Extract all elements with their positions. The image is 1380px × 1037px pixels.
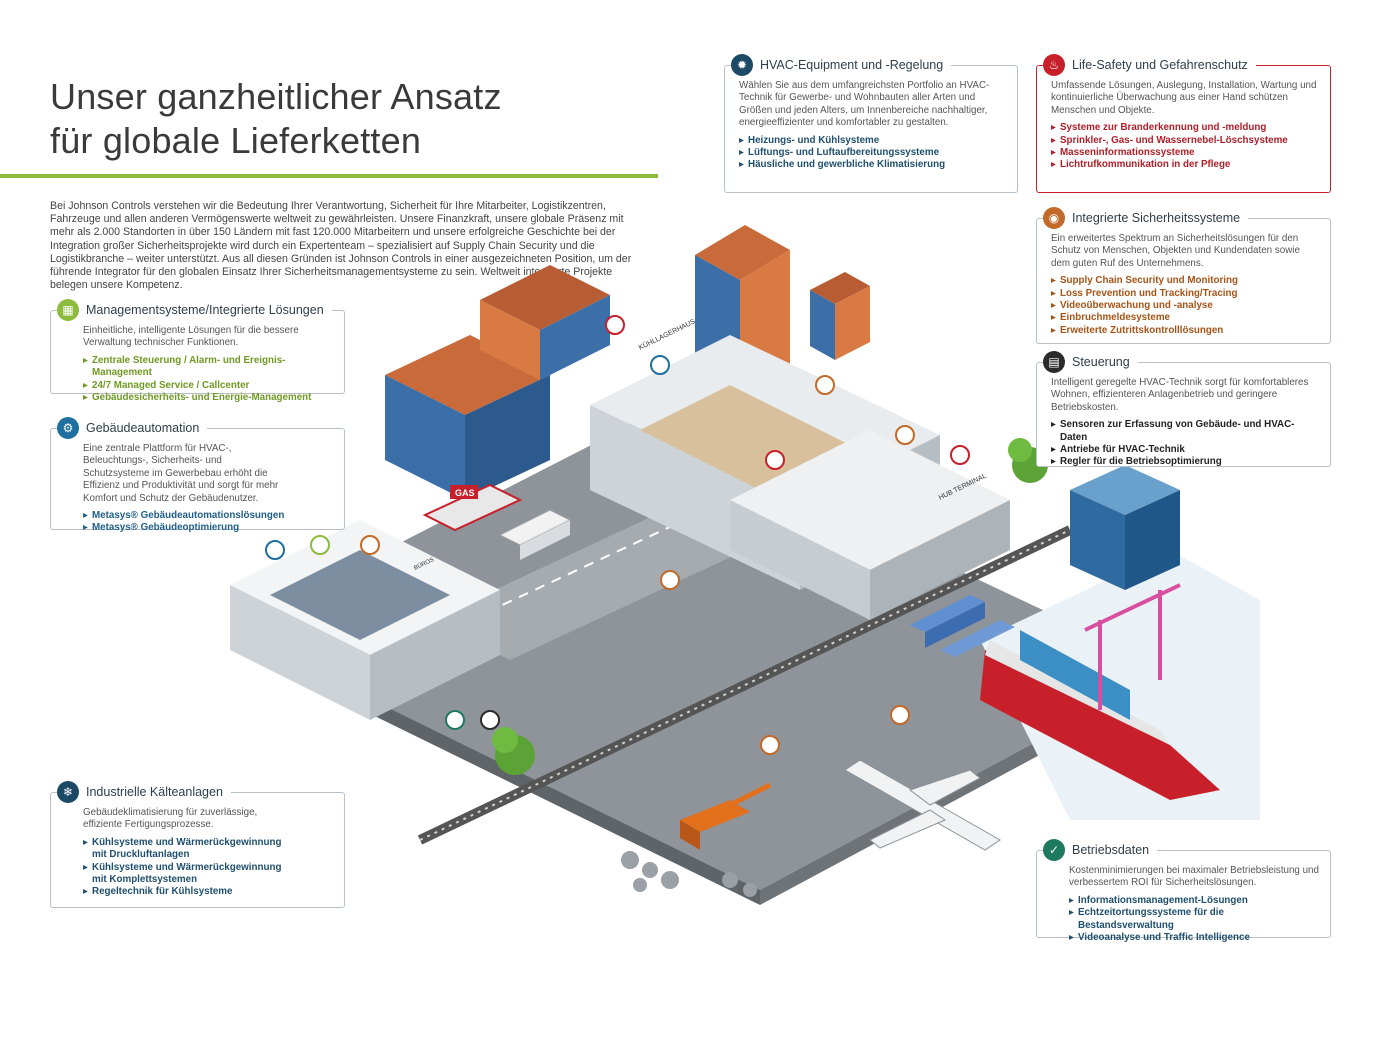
title-line-1: Unser ganzheitlicher Ansatz (50, 76, 502, 117)
card-management-title: Managementsysteme/Integrierte Lösungen (86, 303, 324, 317)
card-kaelte: ❄ Industrielle Kälteanlagen Gebäudeklima… (50, 781, 345, 908)
list-item: Supply Chain Security und Monitoring (1051, 275, 1320, 288)
card-gebaeude-desc: Eine zentrale Plattform für HVAC-, Beleu… (83, 443, 279, 504)
card-betriebsdaten-header: ✓ Betriebsdaten (1043, 839, 1158, 861)
list-item: Lichtrufkommunikation in der Pflege (1051, 159, 1320, 172)
list-item: Metasys® Gebäudeoptimierung (83, 522, 334, 535)
card-hvac-desc: Wählen Sie aus dem umfangreichsten Portf… (739, 80, 990, 129)
truck-2 (910, 595, 985, 648)
snowflake-icon: ❄ (57, 781, 79, 803)
list-item: Regler für die Betriebsoptimierung (1051, 456, 1320, 469)
flame-icon: ♨ (1043, 54, 1065, 76)
card-life-safety-desc: Umfassende Lösungen, Auslegung, Installa… (1051, 80, 1317, 116)
card-life-safety: ♨ Life-Safety und Gefahrenschutz Umfasse… (1036, 54, 1331, 193)
card-steuerung: ▤ Steuerung Intelligent geregelte HVAC-T… (1036, 351, 1331, 469)
card-kaelte-list: Kühlsysteme und Wärmerückgewinnung mit D… (83, 837, 293, 899)
list-item: Sensoren zur Erfassung von Gebäude- und … (1051, 419, 1320, 444)
list-item: Gebäudesicherheits- und Energie-Manageme… (83, 392, 334, 405)
card-betriebsdaten-title: Betriebsdaten (1072, 843, 1150, 857)
card-kaelte-header: ❄ Industrielle Kälteanlagen (57, 781, 231, 803)
card-sicherheit-list: Supply Chain Security und Monitoring Los… (1051, 275, 1320, 337)
system-icons (265, 315, 970, 755)
card-sicherheit-header: ◉ Integrierte Sicherheitssysteme (1043, 207, 1249, 229)
airplane (844, 759, 1001, 851)
tree-2 (492, 727, 535, 775)
card-management-header: ▦ Managementsysteme/Integrierte Lösungen (57, 299, 332, 321)
card-kaelte-title: Industrielle Kälteanlagen (86, 785, 223, 799)
list-item: 24/7 Managed Service / Callcenter (83, 380, 334, 393)
shield-check-icon: ✓ (1043, 839, 1065, 861)
card-life-safety-header: ♨ Life-Safety und Gefahrenschutz (1043, 54, 1256, 76)
card-gebaeude: ⚙ Gebäudeautomation Eine zentrale Plattf… (50, 417, 345, 535)
truck-1 (498, 509, 572, 560)
list-item: Videoanalyse und Traffic Intelligence (1069, 932, 1320, 945)
card-sicherheit-title: Integrierte Sicherheitssysteme (1072, 211, 1241, 225)
card-betriebsdaten-desc: Kostenminimierungen bei maximaler Betrie… (1069, 865, 1319, 889)
blue-building (1070, 465, 1180, 590)
title: Unser ganzheitlicher Ansatz für globale … (50, 75, 502, 163)
gas-station: GAS (422, 483, 523, 532)
card-gebaeude-header: ⚙ Gebäudeautomation (57, 417, 208, 439)
card-betriebsdaten-list: Informationsmanagement-Lösungen Echtzeit… (1069, 895, 1320, 945)
card-management-list: Zentrale Steuerung / Alarm- und Ereignis… (83, 355, 334, 405)
card-sicherheit: ◉ Integrierte Sicherheitssysteme Ein erw… (1036, 207, 1331, 344)
list-item: Systeme zur Branderkennung und -meldung (1051, 122, 1320, 135)
harbor-crane (1084, 583, 1181, 710)
list-item: Masseninformationssysteme (1051, 147, 1320, 160)
card-sicherheit-desc: Ein erweitertes Spektrum an Sicherheitsl… (1051, 233, 1300, 269)
list-item: Informationsmanagement-Lösungen (1069, 895, 1320, 908)
list-item: Erweiterte Zutrittskontrolllösungen (1051, 325, 1320, 338)
list-item: Loss Prevention und Tracking/Tracing (1051, 288, 1320, 301)
card-hvac-title: HVAC-Equipment und -Regelung (760, 58, 944, 72)
gas-label: GAS (455, 488, 475, 498)
gear-icon: ⚙ (57, 417, 79, 439)
card-steuerung-desc: Intelligent geregelte HVAC-Technik sorgt… (1051, 377, 1309, 413)
intro-text: Bei Johnson Controls verstehen wir die B… (50, 200, 632, 292)
title-line-2: für globale Lieferketten (50, 120, 422, 161)
fingerprint-icon: ◉ (1043, 207, 1065, 229)
list-item: Antriebe für HVAC-Technik (1051, 444, 1320, 457)
list-item: Zentrale Steuerung / Alarm- und Ereignis… (83, 355, 334, 380)
card-steuerung-list: Sensoren zur Erfassung von Gebäude- und … (1051, 419, 1320, 469)
title-divider (0, 174, 658, 178)
card-steuerung-header: ▤ Steuerung (1043, 351, 1138, 373)
card-life-safety-title: Life-Safety und Gefahrenschutz (1072, 58, 1248, 72)
card-hvac-list: Heizungs- und Kühlsysteme Lüftungs- und … (739, 135, 1007, 173)
card-hvac-header: ✹ HVAC-Equipment und -Regelung (731, 54, 952, 76)
list-item: Lüftungs- und Luftaufbereitungssysteme (739, 147, 1007, 160)
card-hvac: ✹ HVAC-Equipment und -Regelung Wählen Si… (724, 54, 1018, 193)
kuehllager-label: KÜHLLAGERHAUS (637, 317, 696, 351)
card-gebaeude-list: Metasys® Gebäudeautomationslösungen Meta… (83, 510, 334, 535)
list-item: Echtzeitortungssysteme für die Bestandsv… (1069, 907, 1320, 932)
container-stack-left (385, 265, 610, 500)
excavator (621, 782, 772, 897)
card-management-desc: Einheitliche, intelligente Lösungen für … (83, 325, 299, 349)
list-item: Häusliche und gewerbliche Klimatisierung (739, 159, 1007, 172)
list-item: Sprinkler-, Gas- und Wassernebel-Löschsy… (1051, 135, 1320, 148)
list-item: Videoüberwachung und -analyse (1051, 300, 1320, 313)
container-ship (980, 630, 1220, 800)
card-steuerung-title: Steuerung (1072, 355, 1130, 369)
truck-3 (940, 620, 1015, 657)
list-item: Metasys® Gebäudeautomationslösungen (83, 510, 334, 523)
office-building: BÜROS (230, 520, 500, 720)
card-gebaeude-title: Gebäudeautomation (86, 421, 200, 435)
list-item: Kühlsysteme und Wärmerückgewinnung mit K… (83, 862, 293, 887)
card-management: ▦ Managementsysteme/Integrierte Lösungen… (50, 299, 345, 405)
list-item: Einbruchmeldesysteme (1051, 312, 1320, 325)
hvac-icon: ✹ (731, 54, 753, 76)
list-item: Regeltechnik für Kühlsysteme (83, 886, 293, 899)
list-item: Kühlsysteme und Wärmerückgewinnung mit D… (83, 837, 293, 862)
card-betriebsdaten: ✓ Betriebsdaten Kostenminimierungen bei … (1036, 839, 1331, 945)
card-life-safety-list: Systeme zur Branderkennung und -meldung … (1051, 122, 1320, 172)
management-icon: ▦ (57, 299, 79, 321)
list-item: Heizungs- und Kühlsysteme (739, 135, 1007, 148)
card-kaelte-desc: Gebäudeklimatisierung für zuverlässige, … (83, 807, 258, 831)
hub-terminal: HUB TERMINAL (730, 430, 1010, 620)
ground-plate (230, 420, 1170, 890)
controller-icon: ▤ (1043, 351, 1065, 373)
logistics-scene-illustration: HUB TERMINAL KÜHLLAGERHAUS BÜROS GAS (230, 225, 1260, 905)
